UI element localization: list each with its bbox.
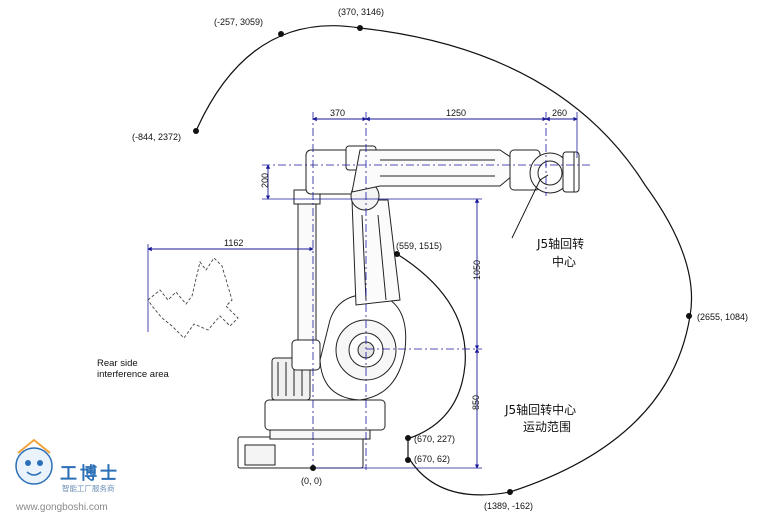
dim-1250: 1250 bbox=[446, 108, 466, 118]
mascot-logo bbox=[15, 438, 53, 485]
point-670-227 bbox=[405, 435, 411, 441]
watermark-slogan: 智能工厂服务商 bbox=[62, 483, 115, 493]
rear-side-label-1: Rear side bbox=[97, 358, 138, 369]
watermark-name: 工博士 bbox=[60, 463, 120, 484]
coord-label-p3: (-844, 2372) bbox=[132, 132, 181, 142]
dim-850: 850 bbox=[471, 395, 481, 410]
coord-label-p5: (2655, 1084) bbox=[697, 312, 748, 322]
coord-label-p9: (1389, -162) bbox=[484, 501, 533, 511]
coord-label-p7: (670, 62) bbox=[414, 454, 450, 464]
dim-1162: 1162 bbox=[224, 238, 243, 248]
watermark: 工博士 智能工厂服务商 www.gongboshi.com bbox=[15, 438, 120, 513]
j5-range-label-1: J5轴回转中心 bbox=[504, 402, 576, 417]
rear-interference-outline bbox=[147, 257, 239, 339]
dim-200: 200 bbox=[260, 173, 270, 188]
coord-label-p8: (0, 0) bbox=[301, 476, 322, 486]
point-2655-1084 bbox=[686, 313, 692, 319]
point-670-62 bbox=[405, 457, 411, 463]
dim-260: 260 bbox=[552, 108, 567, 118]
dim-1050: 1050 bbox=[472, 260, 482, 280]
envelope-inner-arc bbox=[396, 253, 466, 439]
coord-label-p1: (370, 3146) bbox=[338, 7, 384, 17]
envelope-outer-arc bbox=[195, 25, 693, 496]
point-370-3146 bbox=[357, 25, 363, 31]
coord-label-p2: (-257, 3059) bbox=[214, 17, 263, 27]
coord-label-p6: (670, 227) bbox=[414, 434, 455, 444]
dim-370: 370 bbox=[330, 108, 345, 118]
point-markers bbox=[193, 25, 692, 495]
j5-leader-line bbox=[511, 174, 549, 239]
point-0-0 bbox=[310, 465, 316, 471]
robot-body bbox=[237, 145, 580, 469]
j5-center-label-1: J5轴回转 bbox=[536, 236, 584, 251]
point-559-1515 bbox=[394, 251, 400, 257]
point-neg257-3059 bbox=[278, 31, 284, 37]
rear-side-label-2: interference area bbox=[97, 369, 170, 380]
axis-lines bbox=[147, 112, 590, 470]
j5-center-label-2: 中心 bbox=[552, 254, 576, 269]
point-1389-neg162 bbox=[507, 489, 513, 495]
j5-range-label-2: 运动范围 bbox=[523, 420, 571, 434]
watermark-url: www.gongboshi.com bbox=[15, 502, 108, 513]
point-neg844-2372 bbox=[193, 128, 199, 134]
dimension-lines bbox=[147, 116, 578, 469]
coord-label-p4: (559, 1515) bbox=[396, 241, 442, 251]
